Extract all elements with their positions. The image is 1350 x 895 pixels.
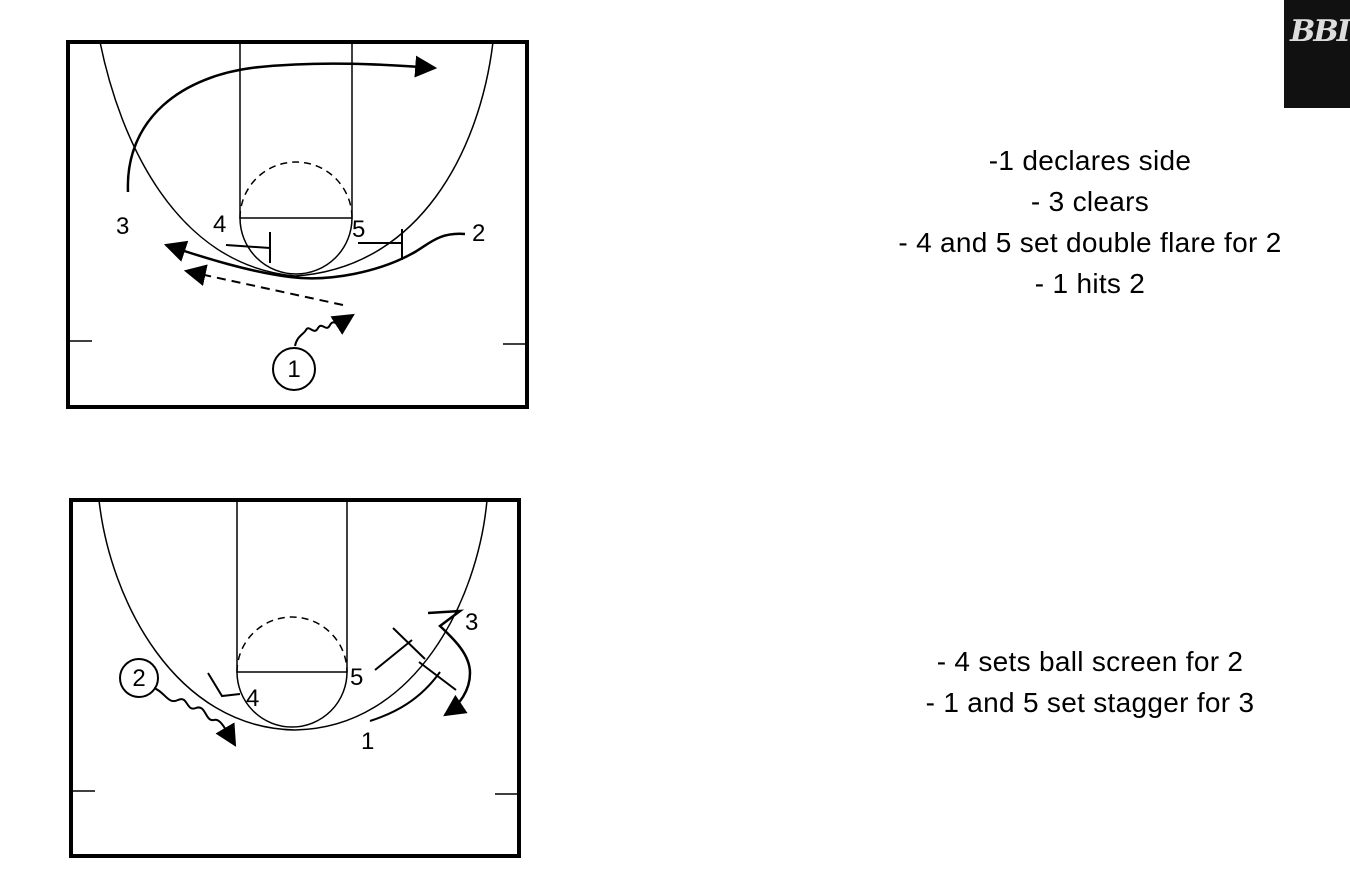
court-1-cut-3-clear — [126, 55, 438, 193]
court-1-screen-5 — [358, 229, 403, 260]
court-2-screen-5 — [374, 627, 426, 671]
court-2-three-point-arc — [98, 499, 488, 731]
note-line: - 1 hits 2 — [1034, 268, 1146, 299]
court-1-circle-bottom — [239, 217, 353, 275]
court-2-screen-1 — [369, 661, 457, 722]
court-1-cut-2-flare — [163, 232, 466, 280]
court-1-labels: 3 4 5 2 1 — [116, 211, 485, 383]
logo: BBI — [1284, 0, 1350, 108]
court-1-lane — [239, 42, 353, 219]
court-2-labels: 2 4 5 3 1 — [132, 609, 478, 755]
court-2-dribble-2 — [153, 687, 237, 747]
court-1-player-2: 2 — [472, 220, 485, 247]
court-1-pass-1-to-2 — [183, 264, 344, 306]
court-1-player-5: 5 — [352, 216, 365, 243]
court-1-screen-4 — [225, 232, 271, 263]
court-2-player-2-circle — [119, 658, 159, 698]
court-2-player-5: 5 — [350, 664, 363, 691]
note-line: - 4 sets ball screen for 2 — [936, 646, 1244, 677]
court-2 — [69, 498, 521, 858]
court-1-circle-top — [239, 161, 353, 219]
note-line: - 3 clears — [1030, 186, 1150, 217]
note-line: - 4 and 5 set double flare for 2 — [898, 227, 1282, 258]
court-1-three-point-arc — [99, 41, 494, 277]
court-2-player-2: 2 — [132, 665, 145, 692]
court-2-circle-top — [236, 616, 348, 673]
play-notes-1: -1 declares side - 3 clears - 4 and 5 se… — [840, 140, 1340, 304]
court-2-boundary — [69, 498, 521, 858]
court-2-lane — [236, 500, 348, 673]
court-1 — [66, 40, 529, 409]
logo-mark: BBI — [1290, 14, 1350, 49]
note-line: - 1 and 5 set stagger for 3 — [925, 687, 1255, 718]
play-notes-2: - 4 sets ball screen for 2 - 1 and 5 set… — [840, 641, 1340, 723]
court-1-player-1-circle — [272, 347, 316, 391]
court-1-boundary — [66, 40, 529, 409]
note-line: -1 declares side — [988, 145, 1192, 176]
court-2-player-4: 4 — [246, 685, 259, 712]
court-2-player-1: 1 — [361, 728, 374, 755]
court-2-player-3: 3 — [465, 609, 478, 636]
court-1-dribble-1 — [294, 313, 355, 347]
court-1-player-4: 4 — [213, 211, 226, 238]
court-2-circle-bottom — [236, 671, 348, 728]
court-1-player-1: 1 — [287, 356, 300, 383]
court-2-cut-3 — [427, 609, 472, 717]
court-1-player-3: 3 — [116, 213, 129, 240]
court-2-screen-4 — [207, 672, 241, 698]
